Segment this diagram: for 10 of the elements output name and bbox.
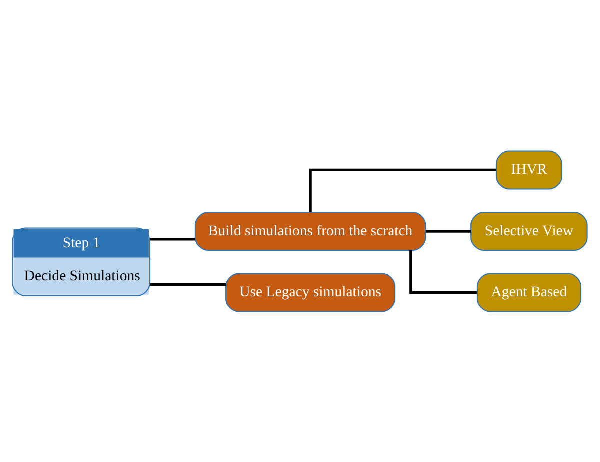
connector — [426, 230, 471, 232]
connector — [150, 283, 226, 286]
connector — [150, 238, 196, 240]
node-box: IHVR — [496, 150, 562, 190]
node-box: Agent Based — [476, 272, 582, 312]
node-box: Selective View — [470, 211, 588, 251]
connector — [309, 168, 496, 212]
node-box: Use Legacy simulations — [226, 272, 396, 312]
node-box: Build simulations from the scratch — [194, 211, 426, 251]
connector — [410, 250, 478, 294]
